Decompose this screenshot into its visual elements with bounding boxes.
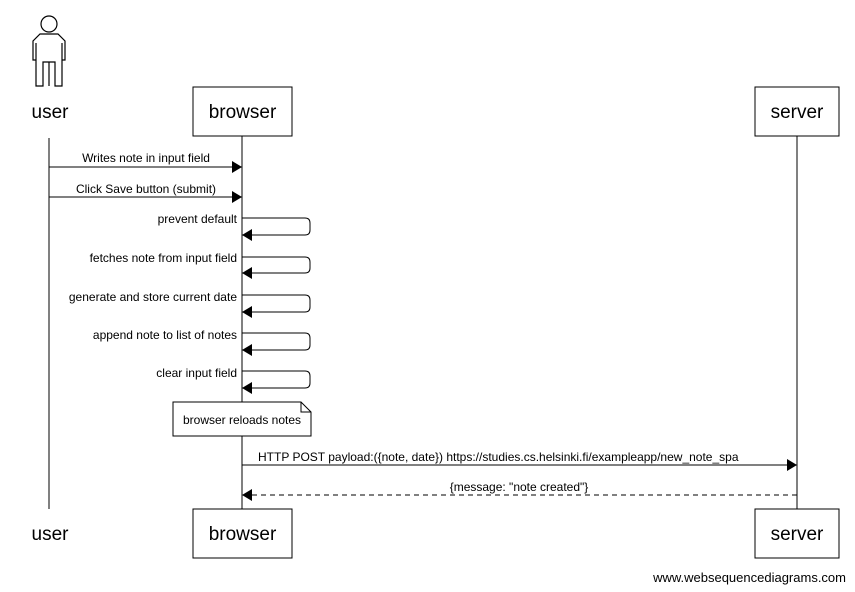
message-label-6: append note to list of notes — [93, 328, 237, 342]
message-label-8: HTTP POST payload:({note, date}) https:/… — [258, 450, 739, 464]
participant-user-bottom: user — [32, 524, 70, 545]
user-actor-icon — [32, 15, 66, 87]
message-label-5: generate and store current date — [69, 290, 237, 304]
participant-server-top: server — [771, 102, 824, 123]
message-label-2: Click Save button (submit) — [76, 182, 216, 196]
note-fold — [300, 402, 311, 413]
participant-browser-top: browser — [209, 102, 277, 123]
message-label-4: fetches note from input field — [90, 251, 237, 265]
participant-user-top: user — [32, 102, 70, 123]
message-label-9: {message: "note created"} — [450, 480, 589, 494]
message-arrow-6 — [242, 332, 311, 356]
participant-server-bottom: server — [771, 524, 824, 545]
message-arrow-7 — [242, 370, 311, 394]
message-label-7: clear input field — [156, 366, 237, 380]
message-arrow-3 — [242, 217, 311, 241]
note-box — [172, 401, 312, 437]
participant-browser-bottom: browser — [209, 524, 277, 545]
participant-browser-top-box — [192, 86, 293, 137]
message-arrow-4 — [242, 256, 311, 279]
note-text: browser reloads notes — [183, 413, 301, 427]
message-arrow-5 — [242, 294, 311, 318]
participant-server-bottom-box — [754, 508, 840, 559]
message-label-3: prevent default — [158, 212, 238, 226]
message-label-1: Writes note in input field — [82, 151, 210, 165]
footer-watermark: www.websequencediagrams.com — [652, 570, 846, 585]
participant-server-top-box — [754, 86, 840, 137]
participant-browser-bottom-box — [192, 508, 293, 559]
